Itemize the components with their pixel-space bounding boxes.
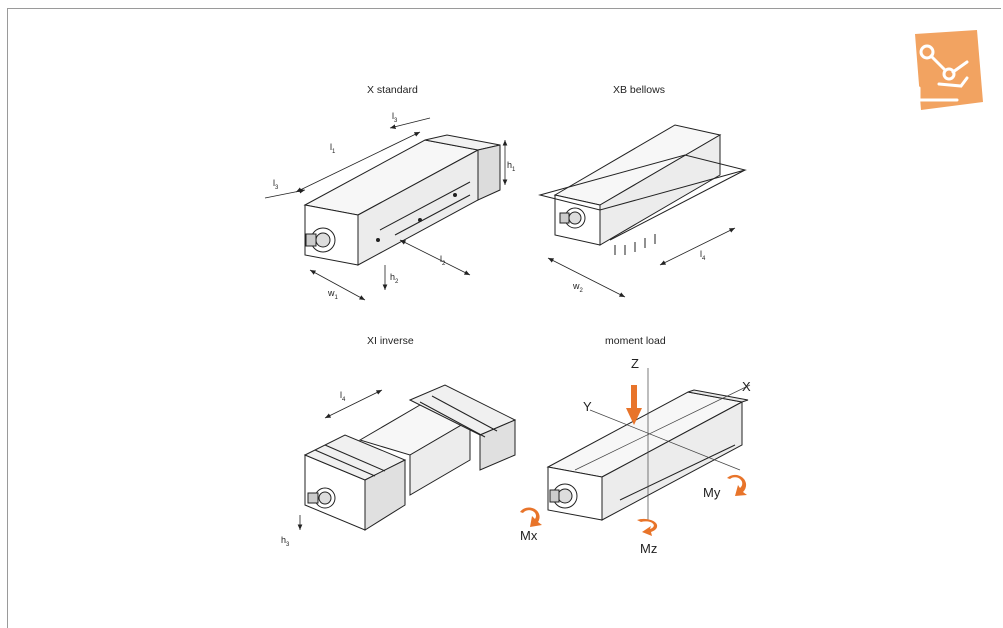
robot-arm-icon bbox=[905, 28, 985, 112]
label-l4-bellows: l4 bbox=[700, 249, 706, 262]
moment-my-arrow bbox=[727, 474, 747, 496]
title-moment-load: moment load bbox=[605, 335, 666, 347]
axis-label-z: Z bbox=[631, 356, 639, 371]
axes-moment-load bbox=[574, 368, 751, 520]
moment-label-mz: Mz bbox=[640, 541, 657, 556]
stage-xb-bellows bbox=[538, 124, 747, 255]
title-x-standard: X standard bbox=[367, 84, 418, 96]
dimensions-x-standard bbox=[264, 117, 508, 301]
moment-label-mx: Mx bbox=[520, 528, 538, 543]
moment-mz-arrow bbox=[637, 518, 658, 536]
axis-label-x: X bbox=[742, 379, 751, 394]
force-z-arrow bbox=[626, 385, 642, 425]
label-w1: w1 bbox=[327, 288, 339, 301]
label-h3: h3 bbox=[281, 535, 290, 548]
diagram-frame bbox=[7, 8, 1001, 628]
label-l3-left: l3 bbox=[273, 178, 279, 191]
label-w2: w2 bbox=[572, 281, 584, 294]
dimensions-xb-bellows bbox=[547, 227, 736, 298]
stage-moment-load bbox=[546, 389, 749, 521]
label-h2: h2 bbox=[390, 272, 399, 285]
stage-x-standard bbox=[303, 134, 501, 266]
label-l3-top: l3 bbox=[392, 111, 398, 124]
moment-mx-arrow bbox=[520, 507, 542, 527]
title-xi-inverse: XI inverse bbox=[367, 335, 414, 347]
stage-xi-inverse bbox=[303, 384, 517, 531]
label-l4-inverse: l4 bbox=[340, 390, 346, 403]
label-l1: l1 bbox=[330, 142, 336, 155]
label-l2: l2 bbox=[440, 254, 446, 267]
load-arrows bbox=[520, 385, 747, 536]
dimensions-xi-inverse bbox=[297, 389, 383, 530]
moment-label-my: My bbox=[703, 485, 721, 500]
label-h1: h1 bbox=[507, 160, 516, 173]
axis-label-y: Y bbox=[583, 399, 592, 414]
title-xb-bellows: XB bellows bbox=[613, 84, 665, 96]
